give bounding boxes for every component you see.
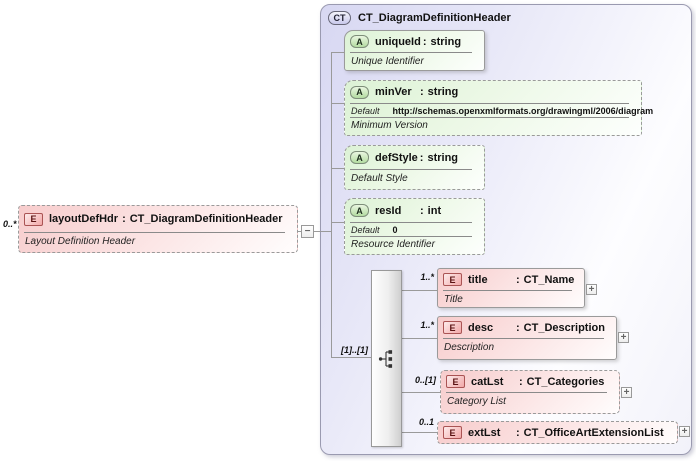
divider [443,338,604,339]
element-name: desc [468,321,494,334]
divider [443,290,572,291]
attribute-badge: A [350,35,369,48]
element-annotation: Description [444,342,495,353]
colon-separator: : [422,35,427,48]
attribute-badge: A [350,151,369,164]
element-type: CT_Categories [526,375,605,388]
element-type: CT_OfficeArtExtensionList [523,426,664,439]
attribute-box-minVer[interactable]: A minVer : string Default http://schemas… [344,80,653,136]
element-type: CT_Description [523,321,605,334]
element-name: extLst [468,426,501,439]
element-cardinality: 0..1 [418,417,434,427]
divider [350,117,629,118]
element-type: CT_DiagramDefinitionHeader [129,213,283,225]
element-cardinality: 1..* [420,272,434,282]
sequence-compositor[interactable] [371,270,402,447]
attribute-annotation: Default Style [351,173,408,184]
divider [350,222,472,223]
element-annotation: Layout Definition Header [25,236,136,247]
root-element-cardinality: 0..* [3,219,17,229]
divider [446,392,607,393]
element-badge: E [446,375,465,388]
colon-separator: : [516,426,520,439]
element-box-catLst[interactable]: E catLst : CT_Categories Category List [440,370,620,414]
attribute-annotation: Unique Identifier [351,56,424,67]
attribute-badge: A [350,85,369,99]
attribute-name: resId [375,204,402,217]
colon-separator: : [420,86,424,98]
attribute-box-uniqueId[interactable]: A uniqueId : string Unique Identifier [344,30,485,71]
element-cardinality: 1..* [420,320,434,330]
attribute-badge: A [350,204,369,217]
element-name: catLst [471,375,504,388]
element-cardinality: 0..[1] [414,375,436,385]
attribute-type: string [427,86,459,98]
element-badge: E [443,273,462,286]
sequence-cardinality: [1]..[1] [341,345,368,355]
expand-icon[interactable]: + [618,332,629,343]
collapse-icon[interactable]: − [301,225,314,238]
divider [350,52,472,53]
element-box-desc[interactable]: E desc : CT_Description Description [437,316,617,360]
element-badge: E [24,212,43,226]
attribute-name: defStyle [375,151,418,164]
colon-separator: : [420,204,424,217]
attribute-annotation: Resource Identifier [351,239,435,250]
colon-separator: : [516,273,520,286]
element-box-layoutDefHdr[interactable]: E layoutDefHdr : CT_DiagramDefinitionHea… [18,205,298,253]
element-name: layoutDefHdr [49,213,119,225]
element-type: CT_Name [523,273,575,286]
expand-icon[interactable]: + [679,426,690,437]
element-annotation: Title [444,294,463,305]
sequence-icon [378,349,392,368]
attribute-type: string [430,35,462,48]
divider [350,103,629,104]
complex-type-header: CT CT_DiagramDefinitionHeader [321,5,691,25]
attribute-type: int [427,204,442,217]
expand-icon[interactable]: + [586,284,597,295]
attribute-box-defStyle[interactable]: A defStyle : string Default Style [344,145,485,190]
complex-type-title: CT_DiagramDefinitionHeader [358,12,511,24]
element-name: title [468,273,488,286]
colon-separator: : [122,213,126,225]
divider [24,232,285,233]
expand-icon[interactable]: + [621,387,632,398]
attribute-name: uniqueId [375,35,421,48]
colon-separator: : [516,321,520,334]
element-badge: E [443,321,462,334]
default-value: 0 [392,225,398,235]
element-annotation: Category List [447,396,506,407]
default-label: Default [351,106,380,116]
element-box-title[interactable]: E title : CT_Name Title [437,268,585,308]
element-badge: E [443,426,462,439]
attribute-name: minVer [375,86,412,98]
divider [350,236,472,237]
attribute-box-resId[interactable]: A resId : int Default 0 Resource Identif… [344,198,485,255]
complex-type-badge: CT [328,11,351,25]
default-value: http://schemas.openxmlformats.org/drawin… [392,106,654,116]
divider [350,169,472,170]
element-box-extLst[interactable]: E extLst : CT_OfficeArtExtensionList [437,421,678,444]
attribute-type: string [427,151,459,164]
colon-separator: : [419,151,424,164]
colon-separator: : [519,375,523,388]
default-label: Default [351,225,380,235]
attribute-annotation: Minimum Version [351,120,428,131]
